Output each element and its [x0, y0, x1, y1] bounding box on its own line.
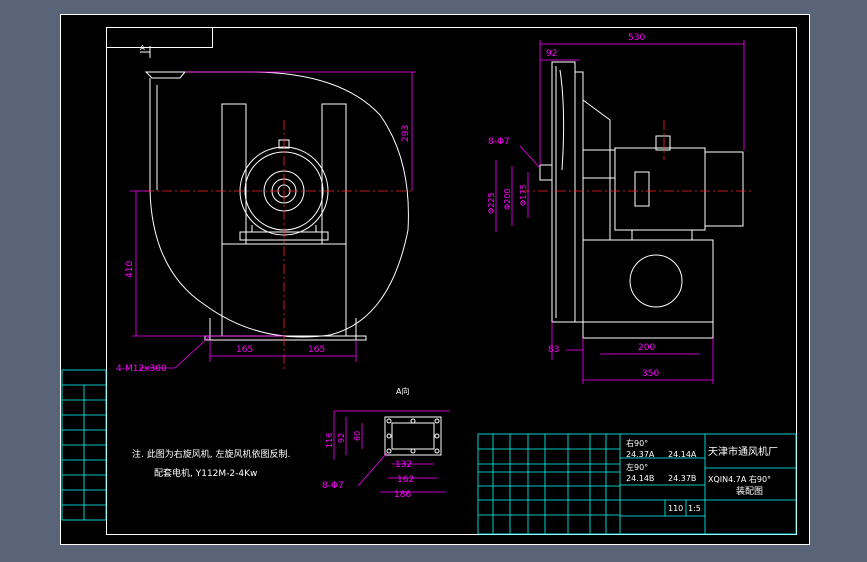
- note-line-1: 注. 此图为右旋风机, 左旋风机依图反制.: [132, 448, 290, 460]
- front-centerlines: [144, 120, 412, 370]
- dim-186: 186: [394, 490, 411, 500]
- dim-350: 350: [642, 369, 659, 379]
- title-company: 天津市通风机厂: [708, 445, 778, 458]
- table-r1-left: 右90°: [626, 438, 648, 448]
- dim-200: 200: [638, 343, 655, 353]
- motor-fan-cowl: [629, 254, 683, 308]
- view-arrow: [140, 46, 151, 58]
- dim-92: 92: [546, 49, 557, 59]
- outer-frame: [60, 14, 810, 545]
- table-scale-left: 110: [668, 504, 683, 513]
- table-scale: 1:5: [688, 504, 701, 513]
- dim-162: 162: [397, 475, 414, 485]
- dim-dia200: Φ200: [503, 188, 512, 210]
- title-drawing: 装配图: [736, 485, 763, 497]
- dim-165-right: 165: [308, 345, 325, 355]
- a-view-label: A向: [396, 386, 409, 396]
- dim-410: 410: [125, 261, 135, 278]
- note-line-2: 配套电机, Y112M-2-4Kw: [154, 467, 257, 479]
- dim-132: 132: [395, 460, 412, 470]
- dim-dia225: Φ225: [487, 192, 496, 214]
- table-r1-b: 24.14A: [668, 450, 697, 459]
- side-view: [539, 61, 744, 339]
- flange-dimensions: [333, 410, 450, 493]
- view-arrow-label: A: [140, 44, 145, 52]
- title-model: XQIN4.7A 右90°: [708, 474, 771, 484]
- table-r1-a: 24.37A: [626, 450, 655, 459]
- inlet-flange: [539, 164, 553, 181]
- dim-92b: 92: [337, 433, 346, 443]
- left-margin-table: [61, 369, 107, 521]
- side-centerline: [520, 120, 752, 192]
- title-block-grid: [477, 433, 797, 535]
- flange-holes-callout: 8-Φ7: [322, 481, 344, 491]
- table-r2-a: 24.14B: [626, 474, 654, 483]
- dim-293: 293: [401, 125, 411, 142]
- drawing-sheet: [60, 14, 810, 545]
- dim-83: 83: [548, 345, 559, 355]
- table-r2-left: 左90°: [626, 462, 648, 472]
- table-r2-b: 24.37B: [668, 474, 696, 483]
- flange-view: [384, 416, 442, 456]
- dim-116: 116: [325, 433, 334, 448]
- dim-165-left: 165: [236, 345, 253, 355]
- dim-dia175: Φ175: [519, 184, 528, 206]
- fan-casing-outline: [149, 71, 409, 338]
- top-left-block: [106, 27, 213, 48]
- dim-60: 60: [353, 431, 362, 441]
- outlet-flange: [144, 71, 187, 79]
- dim-530: 530: [628, 33, 645, 43]
- side-dimensions: [495, 40, 745, 384]
- front-dimensions: [130, 71, 416, 369]
- bolt-callout: 4-M12x300: [116, 364, 167, 374]
- side-holes-callout: 8-Φ7: [488, 137, 510, 147]
- inner-frame: [106, 27, 797, 535]
